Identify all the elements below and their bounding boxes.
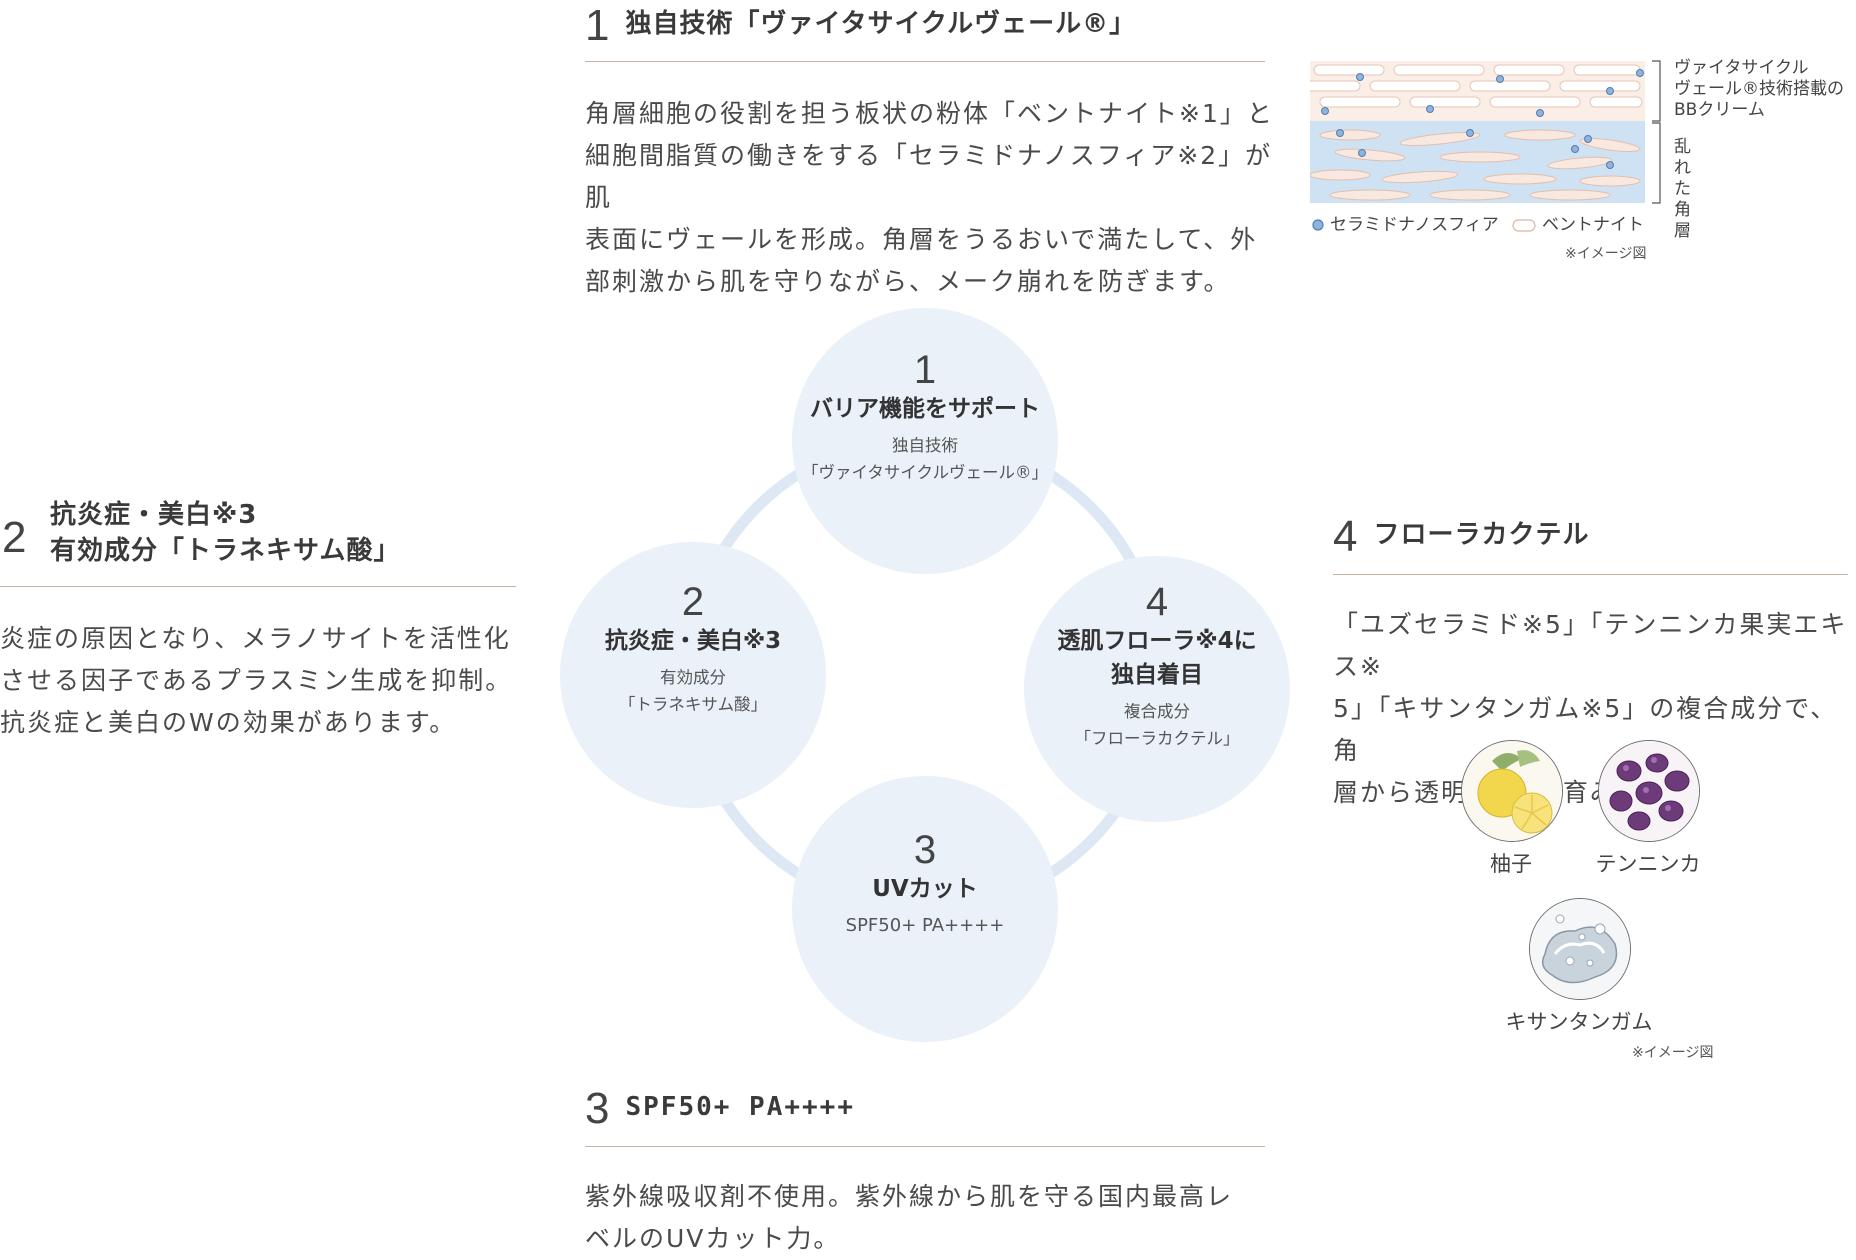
bubble-3-number: 3 <box>913 828 937 872</box>
feature-cycle-diagram: 1 バリア機能をサポート 独自技術 「ヴァイタサイクルヴェール®」 2 抗炎症・… <box>560 308 1290 1042</box>
bubble-4-sub-1: 複合成分 <box>1124 702 1190 721</box>
section-2-body-line-2: させる因子であるプラスミン生成を抑制。 <box>0 666 513 695</box>
section-2-body-line-3: 抗炎症と美白のWの効果があります。 <box>0 708 457 737</box>
section-1-body: 角層細胞の役割を担う板状の粉体「ベントナイト※1」と 細胞間脂質の働きをする「セ… <box>585 93 1285 303</box>
section-2-title-line-1: 抗炎症・美白※3 <box>50 500 258 530</box>
section-4-header: 4 フローラカクテル <box>1333 513 1590 561</box>
skin-bracket-top-label: ヴァイタサイクル ヴェール®技術搭載の BBクリーム <box>1674 58 1844 120</box>
section-1-divider <box>585 61 1265 62</box>
section-2-divider <box>0 586 516 587</box>
yuzu-photo <box>1461 740 1563 842</box>
bubble-1-number: 1 <box>913 348 937 392</box>
bubble-2-number: 2 <box>681 580 705 624</box>
section-3-body: 紫外線吸収剤不使用。紫外線から肌を守る国内最高レ ベルのUVカット力。 <box>585 1176 1285 1260</box>
section-3-number: 3 <box>585 1084 610 1133</box>
section-1-body-line-2: 細胞間脂質の働きをする「セラミドナノスフィア※2」が肌 <box>585 141 1273 212</box>
tenninka-label: テンニンカ <box>1595 852 1701 876</box>
skin-layer-diagram: ヴァイタサイクル ヴェール®技術搭載の BBクリーム 乱 れ た 角 層 セラミ… <box>1310 55 1856 265</box>
bubble-1-title: バリア機能をサポート <box>810 396 1040 422</box>
section-2-body: 炎症の原因となり、メラノサイトを活性化 させる因子であるプラスミン生成を抑制。 … <box>0 618 520 744</box>
section-4-divider <box>1333 574 1848 575</box>
skin-diagram-note: ※イメージ図 <box>1565 246 1647 262</box>
feature-bubble-1: 1 バリア機能をサポート 独自技術 「ヴァイタサイクルヴェール®」 <box>792 308 1058 574</box>
skin-layer-illustration <box>1310 60 1661 232</box>
section-3-header: 3 SPF50+ PA++++ <box>585 1085 855 1133</box>
section-3-title: SPF50+ PA++++ <box>625 1092 855 1122</box>
bubble-2-sub-2: 「トラネキサム酸」 <box>618 695 768 714</box>
section-4-title: フローラカクテル <box>1373 520 1590 550</box>
section-2-body-line-1: 炎症の原因となり、メラノサイトを活性化 <box>0 624 511 653</box>
bubble-4-number: 4 <box>1145 580 1169 624</box>
section-3-divider <box>585 1146 1265 1147</box>
yuzu-label: 柚子 <box>1490 852 1532 876</box>
xanthan-photo <box>1529 898 1631 1000</box>
ingredients-note: ※イメージ図 <box>1632 1045 1714 1061</box>
section-1-body-line-3: 表面にヴェールを形成。角層をうるおいで満たして、外 <box>585 225 1258 254</box>
section-4-body-line-3: 層から透明感※6を育みます。 <box>1333 772 1853 814</box>
feature-bubble-2: 2 抗炎症・美白※3 有効成分 「トラネキサム酸」 <box>560 542 826 808</box>
section-1-body-line-4: 部刺激から肌を守りながら、メーク崩れを防ぎます。 <box>585 267 1231 296</box>
bubble-4-sub-2: 「フローラカクテル」 <box>1074 729 1240 748</box>
section-1-number: 1 <box>585 1 610 50</box>
skin-bracket-bottom-label: 乱 れ た 角 層 <box>1674 137 1691 241</box>
section-4-body-line-1: 「ユズセラミド※5」「テンニンカ果実エキス※ <box>1333 610 1848 681</box>
feature-bubble-4: 4 透肌フローラ※4に 独自着目 複合成分 「フローラカクテル」 <box>1024 556 1290 822</box>
bubble-4-title-line-2: 独自着目 <box>1111 662 1203 688</box>
bubble-3-title: UVカット <box>872 876 978 902</box>
section-4-number: 4 <box>1333 512 1358 561</box>
xanthan-label: キサンタンガム <box>1505 1010 1653 1034</box>
section-3-body-line-2: ベルのUVカット力。 <box>585 1224 841 1253</box>
section-2-title-line-2: 有効成分「トラネキサム酸」 <box>50 536 401 566</box>
bubble-1-sub-2: 「ヴァイタサイクルヴェール®」 <box>801 463 1048 482</box>
legend-ceramide-label: セラミドナノスフィア <box>1330 215 1499 235</box>
section-4-body: 「ユズセラミド※5」「テンニンカ果実エキス※ 5」「キサンタンガム※5」の複合成… <box>1333 604 1853 814</box>
bubble-1-sub-1: 独自技術 <box>892 436 958 455</box>
section-3-body-line-1: 紫外線吸収剤不使用。紫外線から肌を守る国内最高レ <box>585 1182 1234 1211</box>
section-4-body-line-2: 5」「キサンタンガム※5」の複合成分で、角 <box>1333 694 1838 765</box>
bubble-2-title: 抗炎症・美白※3 <box>604 628 782 654</box>
section-1-header: 1 独自技術「ヴァイタサイクルヴェール®」 <box>585 2 1136 50</box>
bubble-3-sub-1: SPF50+ PA++++ <box>845 915 1005 936</box>
bubble-4-title-line-1: 透肌フローラ※4に <box>1057 628 1257 654</box>
feature-bubble-3: 3 UVカット SPF50+ PA++++ <box>792 776 1058 1042</box>
bubble-2-sub-1: 有効成分 <box>660 668 726 687</box>
section-2-number: 2 <box>2 513 27 562</box>
section-1-title: 独自技術「ヴァイタサイクルヴェール®」 <box>625 9 1137 39</box>
section-2-title: 抗炎症・美白※3 有効成分「トラネキサム酸」 <box>50 497 400 569</box>
section-1-body-line-1: 角層細胞の役割を担う板状の粉体「ベントナイト※1」と <box>585 99 1274 128</box>
legend-bentonite-label: ベントナイト <box>1542 215 1644 235</box>
tenninka-photo <box>1598 740 1700 842</box>
